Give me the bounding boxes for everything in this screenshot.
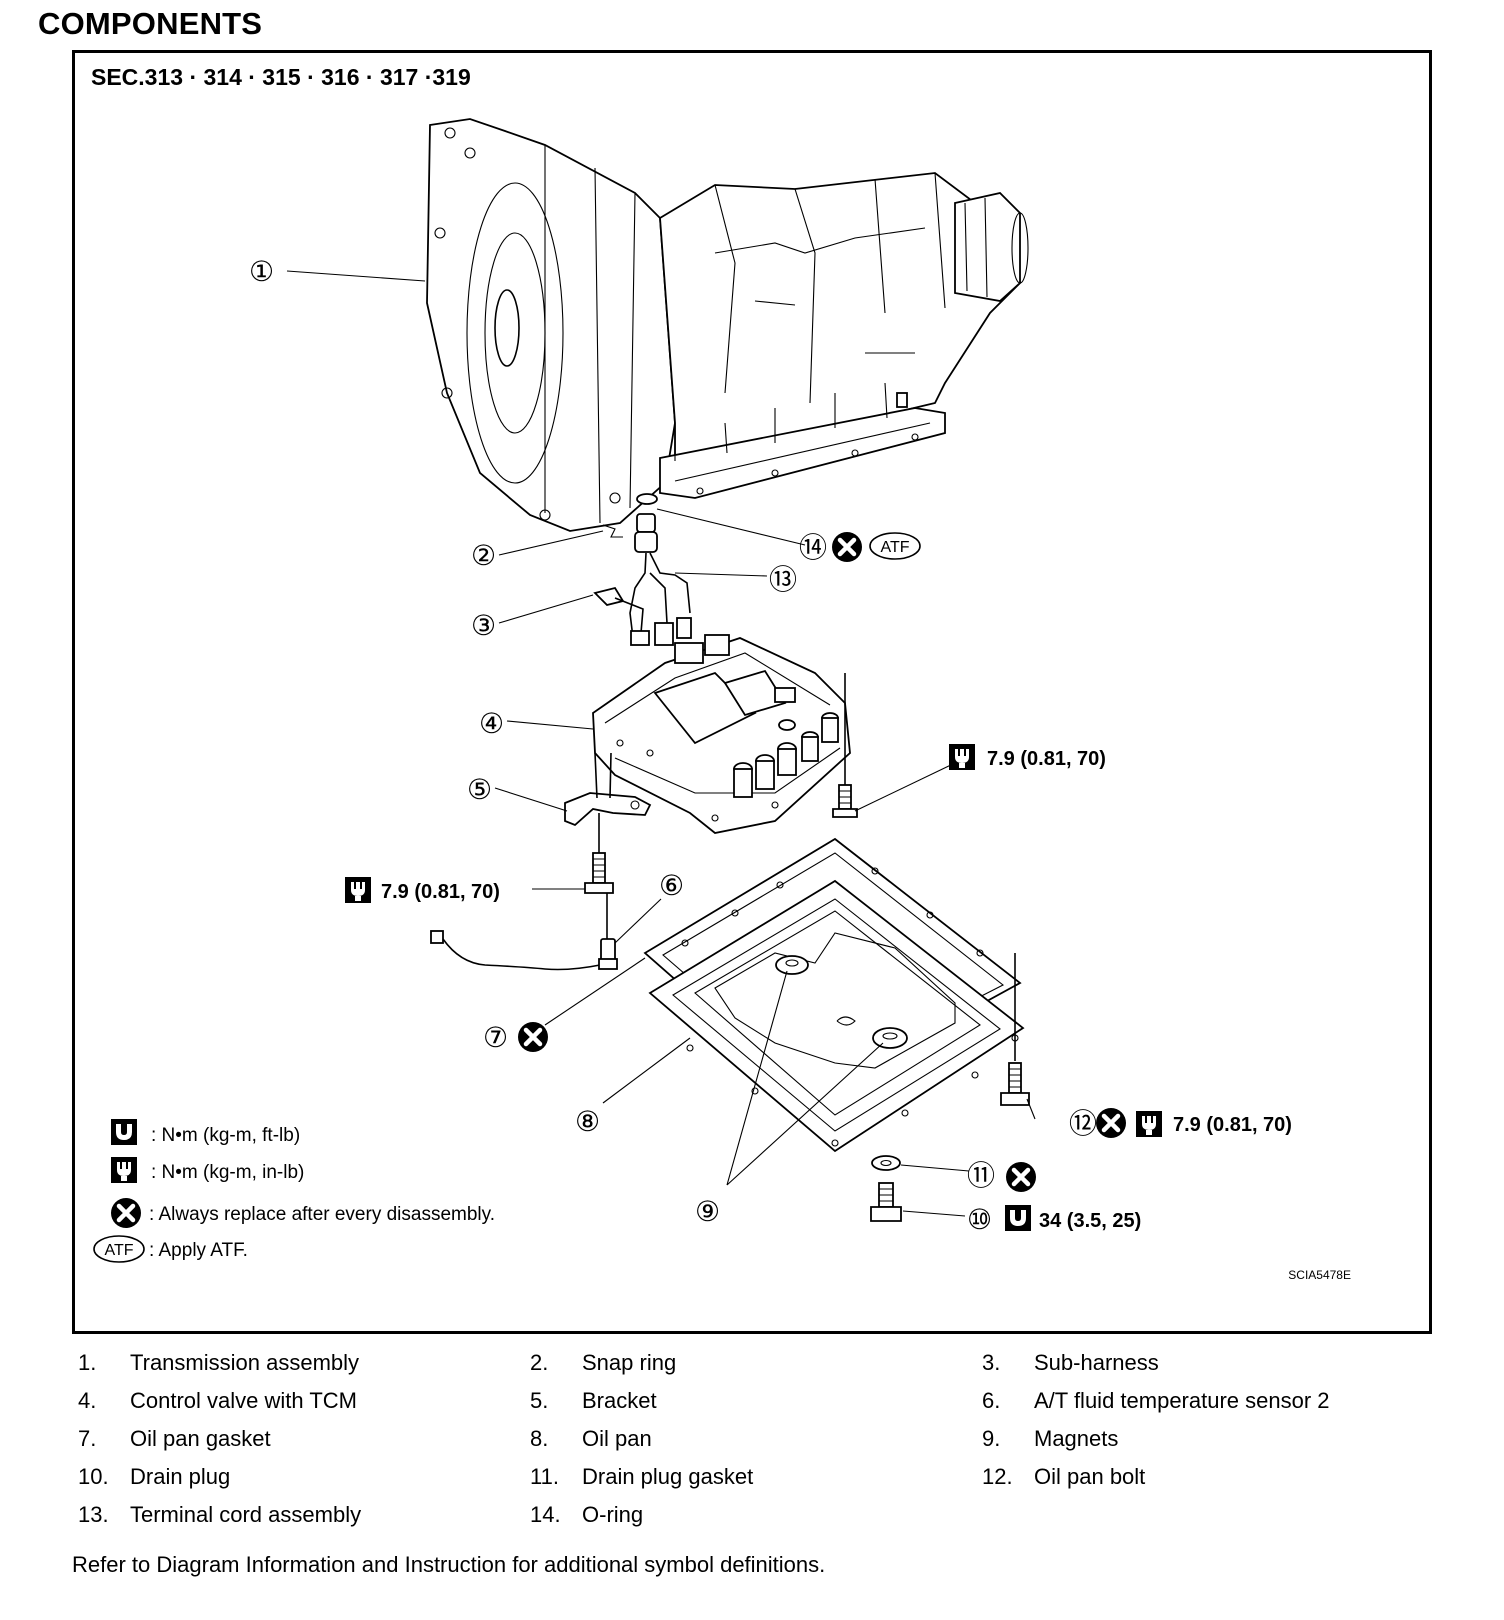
part-label: Terminal cord assembly bbox=[130, 1502, 362, 1527]
callout-14: ⑭ bbox=[799, 532, 827, 563]
replace-icon bbox=[832, 532, 862, 562]
part-number: 11. bbox=[530, 1464, 559, 1489]
legend-torque-inlb-icon bbox=[111, 1157, 137, 1183]
legend-torque-ftlb-icon bbox=[111, 1119, 137, 1145]
part-number: 2. bbox=[530, 1350, 549, 1375]
part-number: 6. bbox=[982, 1388, 1001, 1413]
terminal-cord-drawing bbox=[602, 493, 691, 639]
section-label: SEC.313 · 314 · 315 · 316 · 317 ·319 bbox=[91, 64, 471, 90]
callout-6: ⑥ bbox=[659, 870, 684, 901]
oil-pan-bolt-drawing bbox=[1000, 953, 1030, 1106]
parts-list-row: 7. Oil pan gasket 8. Oil pan 9. Magnets bbox=[78, 1420, 1434, 1458]
parts-list-row: 1. Transmission assembly 2. Snap ring 3.… bbox=[78, 1344, 1434, 1382]
sub-harness-drawing bbox=[593, 586, 692, 646]
callout-7: ⑦ bbox=[483, 1022, 508, 1053]
part-label: Oil pan bbox=[582, 1426, 652, 1451]
callout-4: ④ bbox=[479, 708, 504, 739]
part-label: Transmission assembly bbox=[130, 1350, 360, 1375]
part-label: Sub-harness bbox=[1034, 1350, 1159, 1375]
parts-list-row: 4. Control valve with TCM 5. Bracket 6. … bbox=[78, 1382, 1434, 1420]
bracket-drawing bbox=[564, 752, 652, 894]
torque-spec-oil-pan-bolt: 7.9 (0.81, 70) bbox=[1173, 1114, 1292, 1136]
torque-nm-ftlb-icon bbox=[1005, 1205, 1031, 1231]
part-label: Oil pan bolt bbox=[1034, 1464, 1146, 1489]
torque-nm-inlb-icon bbox=[345, 877, 371, 903]
part-number: 8. bbox=[530, 1426, 549, 1451]
legend-replace: : Always replace after every disassembly… bbox=[149, 1204, 495, 1225]
torque-nm-inlb-icon bbox=[949, 744, 975, 770]
part-number: 9. bbox=[982, 1426, 1001, 1451]
legend-apply-atf: : Apply ATF. bbox=[149, 1240, 248, 1261]
parts-list-row: 10. Drain plug 11. Drain plug gasket 12.… bbox=[78, 1458, 1434, 1496]
drain-plug-drawing bbox=[870, 1155, 902, 1222]
exploded-diagram: SEC.313 · 314 · 315 · 316 · 317 ·319 bbox=[91, 64, 1351, 1282]
callout-2: ② bbox=[471, 540, 496, 571]
part-number: 13. bbox=[78, 1502, 109, 1527]
callout-11: ⑪ bbox=[967, 1160, 995, 1191]
callout-5: ⑤ bbox=[467, 774, 492, 805]
part-number: 1. bbox=[78, 1350, 97, 1375]
exploded-diagram-frame: SEC.313 · 314 · 315 · 316 · 317 ·319 bbox=[72, 50, 1432, 1334]
atf-badge-label: ATF bbox=[880, 539, 909, 556]
replace-icon bbox=[1096, 1108, 1126, 1138]
parts-list-row: 13. Terminal cord assembly 14. O-ring bbox=[78, 1496, 1434, 1534]
part-number: 7. bbox=[78, 1426, 97, 1451]
legend-nm-ftlb: : N•m (kg-m, ft-lb) bbox=[151, 1125, 300, 1146]
callout-10: ⑩ bbox=[967, 1204, 992, 1235]
part-number: 10. bbox=[78, 1464, 109, 1489]
part-label: Oil pan gasket bbox=[130, 1426, 271, 1451]
callout-1: ① bbox=[249, 256, 274, 287]
fluid-temp-sensor-drawing bbox=[430, 893, 618, 971]
figure-code: SCIA5478E bbox=[1288, 1268, 1351, 1282]
part-number: 4. bbox=[78, 1388, 97, 1413]
replace-icon bbox=[518, 1022, 548, 1052]
control-valve-drawing bbox=[592, 634, 858, 834]
part-number: 5. bbox=[530, 1388, 549, 1413]
part-number: 3. bbox=[982, 1350, 1001, 1375]
legend-replace-icon bbox=[111, 1198, 141, 1228]
callout-3: ③ bbox=[471, 610, 496, 641]
torque-spec-drain-plug: 34 (3.5, 25) bbox=[1039, 1210, 1141, 1232]
part-label: Drain plug gasket bbox=[582, 1464, 754, 1489]
part-label: Drain plug bbox=[130, 1464, 231, 1489]
part-label: Control valve with TCM bbox=[130, 1388, 357, 1413]
part-label: Bracket bbox=[582, 1388, 657, 1413]
oil-pan-drawing bbox=[643, 837, 1025, 1153]
torque-nm-inlb-icon bbox=[1136, 1111, 1162, 1137]
page-title: COMPONENTS bbox=[38, 6, 263, 41]
leader-lines bbox=[286, 270, 1036, 1217]
callout-13: ⑬ bbox=[769, 564, 797, 595]
part-label: Magnets bbox=[1034, 1426, 1119, 1451]
part-label: A/T fluid temperature sensor 2 bbox=[1034, 1388, 1330, 1413]
transmission-assembly-drawing bbox=[426, 118, 1029, 532]
callout-12: ⑫ bbox=[1069, 1108, 1097, 1139]
footnote: Refer to Diagram Information and Instruc… bbox=[72, 1552, 826, 1577]
callout-9: ⑨ bbox=[695, 1196, 720, 1227]
parts-list: 1. Transmission assembly 2. Snap ring 3.… bbox=[78, 1344, 1434, 1534]
part-label: O-ring bbox=[582, 1502, 644, 1527]
legend-atf-symbol: ATF bbox=[104, 1242, 133, 1259]
part-number: 14. bbox=[530, 1502, 561, 1527]
torque-spec-bracket-bolt: 7.9 (0.81, 70) bbox=[381, 881, 500, 903]
torque-spec-control-valve: 7.9 (0.81, 70) bbox=[987, 748, 1106, 770]
replace-icon bbox=[1006, 1162, 1036, 1192]
part-number: 12. bbox=[982, 1464, 1013, 1489]
part-label: Snap ring bbox=[582, 1350, 677, 1375]
callout-8: ⑧ bbox=[575, 1106, 600, 1137]
legend-nm-inlb: : N•m (kg-m, in-lb) bbox=[151, 1162, 304, 1183]
symbol-legend: : N•m (kg-m, ft-lb) : N•m (kg-m, in-lb) … bbox=[93, 1119, 495, 1263]
